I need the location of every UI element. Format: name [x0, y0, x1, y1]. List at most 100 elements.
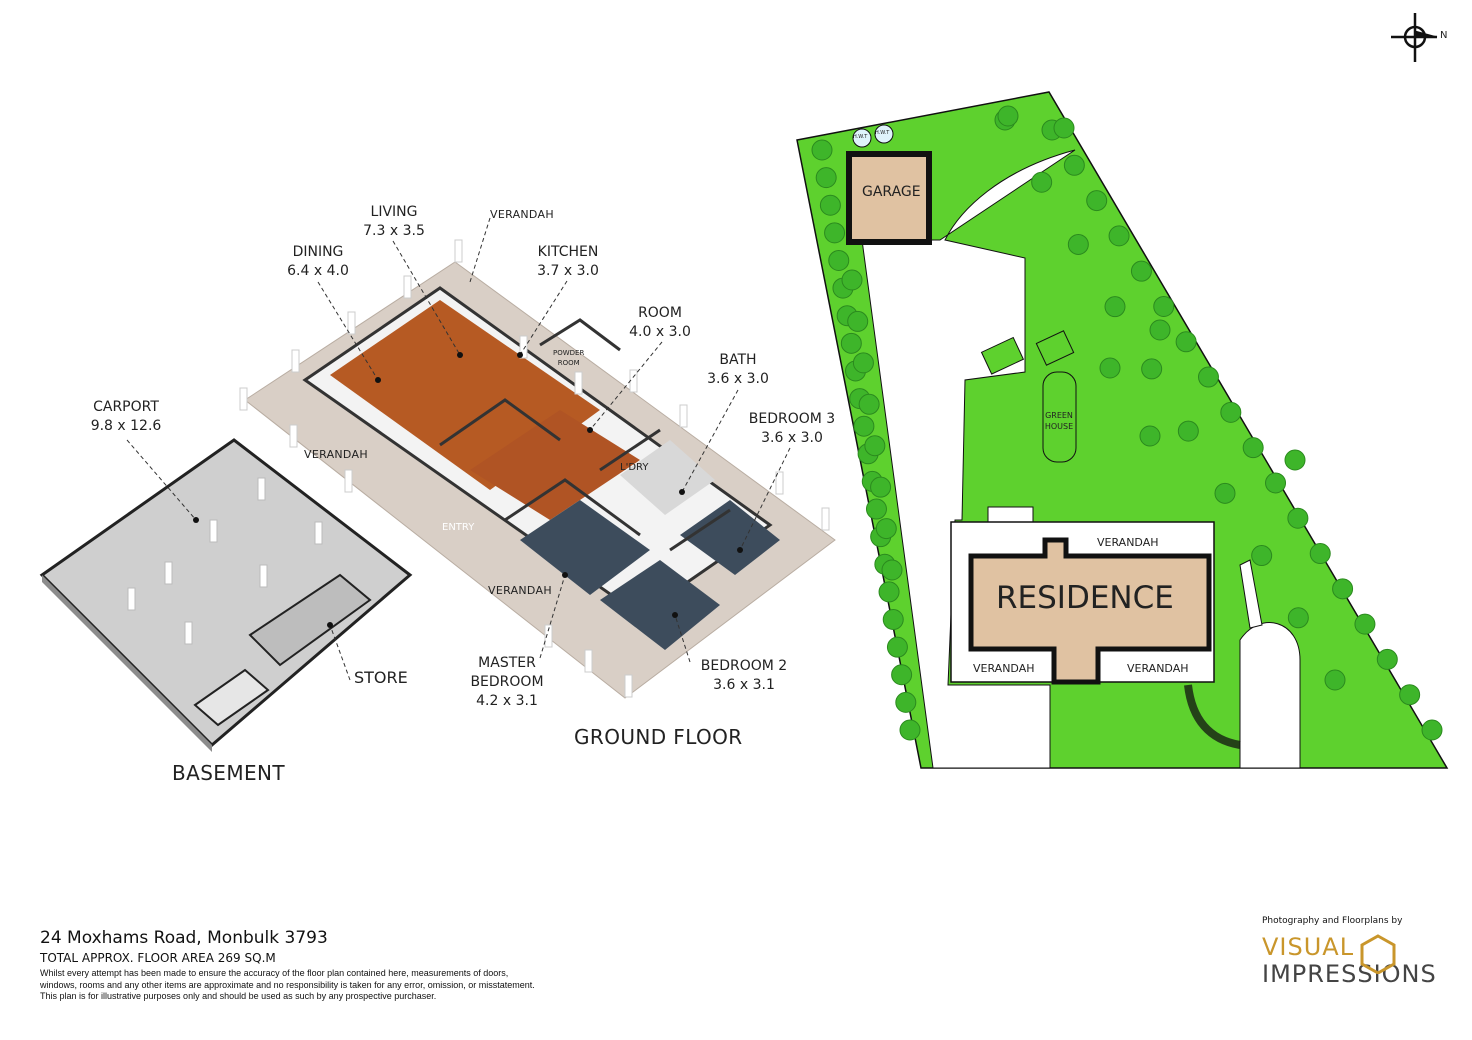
master-bedroom-label: MASTER BEDROOM 4.2 x 3.1 [470, 654, 544, 711]
tree-icon [1287, 507, 1309, 529]
site-verandah-top-label: VERANDAH [1097, 536, 1159, 549]
tree-icon [891, 664, 913, 686]
tree-icon [899, 719, 921, 741]
greenhouse [1042, 371, 1077, 463]
floor-area: TOTAL APPROX. FLOOR AREA 269 SQ.M [40, 951, 276, 965]
tree-icon [1399, 684, 1421, 706]
tree-icon [828, 249, 850, 271]
master-size: 4.2 x 3.1 [476, 693, 538, 709]
ground-floor-title: GROUND FLOOR [574, 725, 743, 749]
hwt-label-1: H.W.T [853, 134, 868, 140]
living-size: 7.3 x 3.5 [363, 223, 425, 239]
bedroom2-size: 3.6 x 3.1 [713, 677, 775, 693]
tree-icon [853, 415, 875, 437]
basement-title: BASEMENT [172, 761, 286, 785]
tree-icon [1063, 154, 1085, 176]
store-room [248, 573, 372, 667]
basement-stair [193, 668, 270, 727]
bath-floor [620, 440, 715, 515]
tree-icon [1332, 578, 1354, 600]
tree-icon [840, 332, 862, 354]
tree-icon [1086, 190, 1108, 212]
greenhouse-label: GREEN HOUSE [1040, 410, 1078, 432]
tree-icon [1421, 719, 1443, 741]
tree-icon [1139, 425, 1161, 447]
verandah-left-label: VERANDAH [304, 448, 368, 461]
brand-block: Photography and Floorplans by VISUAL IMP… [1262, 916, 1437, 988]
tree-icon [1130, 260, 1152, 282]
bath-label: BATH 3.6 x 3.0 [706, 351, 770, 389]
tree-icon [878, 581, 900, 603]
tree-icon [1197, 366, 1219, 388]
verandah-posts [239, 239, 830, 698]
tree-icon [886, 636, 908, 658]
tree-icon [1141, 358, 1163, 380]
tree-icon [1108, 225, 1130, 247]
north-label: N [1440, 30, 1448, 41]
tree-icon [895, 691, 917, 713]
verandah-top-label: VERANDAH [490, 208, 554, 221]
bath-name: BATH [719, 352, 757, 368]
carport-floor [39, 438, 413, 748]
tree-icon [1153, 295, 1175, 317]
tree-icon [1265, 472, 1287, 494]
site-verandah-bottom-right-label: VERANDAH [1127, 662, 1189, 675]
living-label: LIVING 7.3 x 3.5 [362, 203, 426, 241]
brand-credit: Photography and Floorplans by [1262, 916, 1403, 926]
residence-building [968, 537, 1212, 685]
tree-icon [1309, 543, 1331, 565]
dining-label: DINING 6.4 x 4.0 [286, 243, 350, 281]
tree-icon [811, 139, 833, 161]
disclaimer: Whilst every attempt has been made to en… [40, 968, 640, 1003]
garden-bed-2 [1035, 330, 1075, 366]
tree-icon [858, 393, 880, 415]
tree-icon [1067, 233, 1089, 255]
tree-icon [852, 352, 874, 374]
room-label: ROOM 4.0 x 3.0 [628, 304, 692, 342]
master-name-2: BEDROOM [470, 674, 544, 690]
powder-room-label: POWDER ROOM [553, 348, 584, 368]
tree-icon [882, 609, 904, 631]
laundry-label: L'DRY [620, 462, 649, 473]
tree-icon [1099, 357, 1121, 379]
tree-icon [847, 310, 869, 332]
room-name: ROOM [638, 305, 682, 321]
path-right [1239, 622, 1301, 769]
bedroom3-name: BEDROOM 3 [748, 411, 836, 427]
tree-icon [1177, 420, 1199, 442]
kitchen-floor [470, 410, 640, 520]
disclaimer-line-2: windows, rooms and any other items are a… [40, 979, 535, 990]
residence-label: RESIDENCE [996, 580, 1174, 616]
aperture-logo-icon [1360, 934, 1396, 974]
verandah-front-label: VERANDAH [488, 584, 552, 597]
garage-block [846, 151, 932, 245]
brand-line-2: IMPRESSIONS [1262, 960, 1437, 988]
compass-rose [1391, 13, 1438, 62]
carport-label: CARPORT 9.8 x 12.6 [86, 398, 166, 436]
dining-size: 6.4 x 4.0 [287, 263, 349, 279]
carport-posts [127, 477, 323, 645]
entry-label: ENTRY [442, 522, 475, 533]
tree-icon [1324, 669, 1346, 691]
room-size: 4.0 x 3.0 [629, 324, 691, 340]
bedroom3-label: BEDROOM 3 3.6 x 3.0 [748, 410, 836, 448]
tree-icon [1376, 648, 1398, 670]
tree-icon [819, 194, 841, 216]
dining-name: DINING [292, 244, 344, 260]
tree-icon [1354, 613, 1376, 635]
curved-stair [1184, 684, 1241, 749]
tree-icon [1031, 171, 1053, 193]
hwt-tank-1 [852, 128, 872, 148]
footer: 24 Moxhams Road, Monbulk 3793 TOTAL APPR… [40, 928, 640, 1003]
tree-icon [1251, 545, 1273, 567]
carport-size: 9.8 x 12.6 [90, 418, 162, 434]
leader-dots [193, 352, 743, 628]
kitchen-name: KITCHEN [537, 244, 599, 260]
bedroom2-label: BEDROOM 2 3.6 x 3.1 [700, 657, 788, 695]
bedroom3-size: 3.6 x 3.0 [761, 430, 823, 446]
tree-icon [870, 476, 892, 498]
tree-icon [1214, 482, 1236, 504]
leader-lines [126, 217, 791, 681]
